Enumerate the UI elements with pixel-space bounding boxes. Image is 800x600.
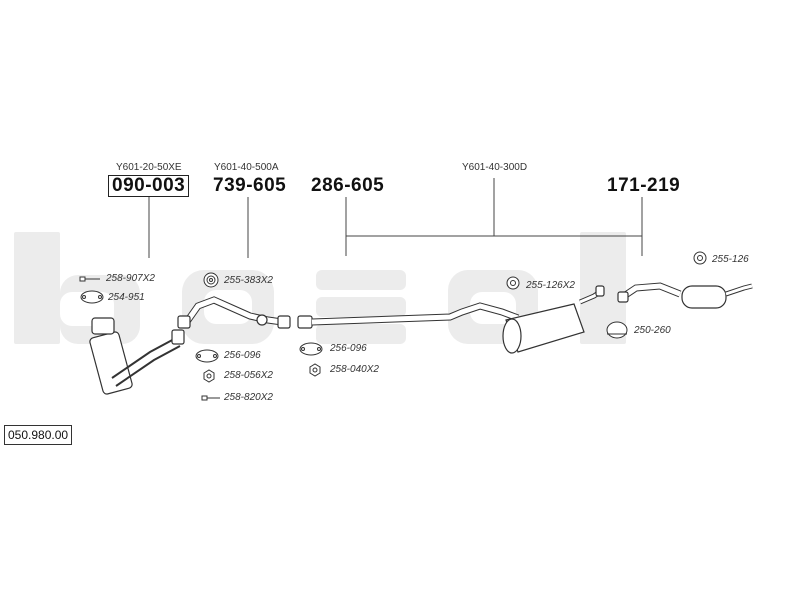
nut-icon xyxy=(309,363,321,377)
gasket-icon xyxy=(80,290,104,304)
accessory-code[interactable]: 256-096 xyxy=(224,350,261,361)
catalytic-converter xyxy=(89,317,185,395)
part-number[interactable]: 739-605 xyxy=(213,175,287,196)
accessory-code[interactable]: 255-126 xyxy=(712,254,749,265)
spring-icon xyxy=(203,272,219,288)
gasket-icon xyxy=(299,342,323,356)
accessory-code[interactable]: 256-096 xyxy=(330,343,367,354)
nut-icon xyxy=(203,369,215,383)
accessory-code[interactable]: 255-383X2 xyxy=(224,275,273,286)
gasket-icon xyxy=(195,349,219,363)
kit-number: 050.980.00 xyxy=(4,425,73,445)
part-number[interactable]: 286-605 xyxy=(311,175,385,196)
reference-label: Y601-20-50XE xyxy=(116,162,182,173)
rear-silencer xyxy=(617,282,753,309)
middle-pipe xyxy=(297,285,605,354)
accessory-code[interactable]: 258-907X2 xyxy=(106,273,155,284)
bolt-icon xyxy=(79,276,100,282)
accessory-code[interactable]: 255-126X2 xyxy=(526,280,575,291)
part-number[interactable]: 090-003 xyxy=(108,175,190,197)
reference-label: Y601-40-500A xyxy=(214,162,279,173)
bolt-icon xyxy=(201,395,220,401)
accessory-code[interactable]: 254-951 xyxy=(108,292,145,303)
rubber-mount-icon xyxy=(506,276,520,290)
accessory-code[interactable]: 250-260 xyxy=(634,325,671,336)
accessory-code[interactable]: 258-056X2 xyxy=(224,370,273,381)
rubber-mount-icon xyxy=(693,251,707,265)
accessory-code[interactable]: 258-040X2 xyxy=(330,364,379,375)
accessory-code[interactable]: 258-820X2 xyxy=(224,392,273,403)
clamp-icon xyxy=(606,321,628,339)
front-pipe xyxy=(177,296,291,329)
part-number[interactable]: 171-219 xyxy=(607,175,681,196)
reference-label: Y601-40-300D xyxy=(462,162,528,173)
